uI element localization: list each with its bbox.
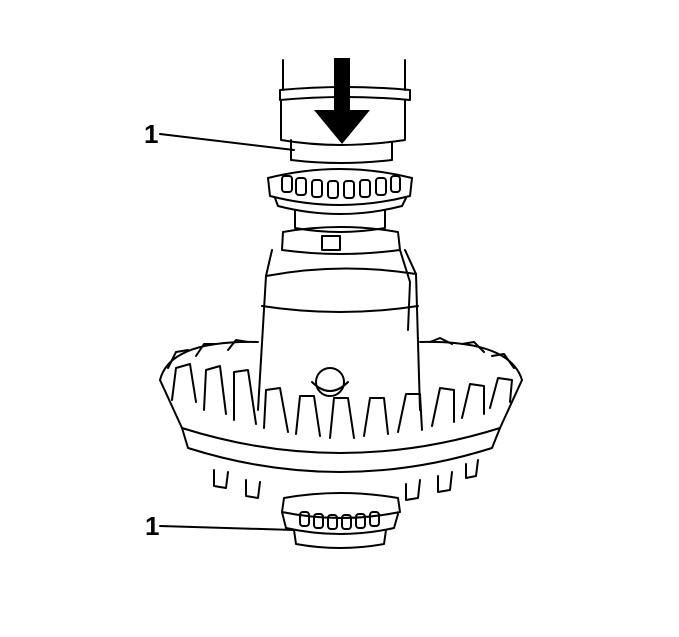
callout-label-bottom: 1 <box>145 511 160 541</box>
callout-top-leader <box>159 133 295 151</box>
upper-bearing <box>267 168 413 233</box>
ring-gear-bolts <box>213 459 479 501</box>
callout-label-top: 1 <box>144 119 159 149</box>
upper-bearing-rollers <box>281 175 401 199</box>
lower-bearing <box>281 492 401 549</box>
press-direction-arrow-icon <box>314 58 370 144</box>
lower-bearing-rollers <box>299 511 380 530</box>
ring-gear <box>159 337 523 501</box>
differential-case <box>257 226 421 411</box>
installer-tool <box>279 59 411 164</box>
callout-bottom-leader <box>159 525 295 531</box>
